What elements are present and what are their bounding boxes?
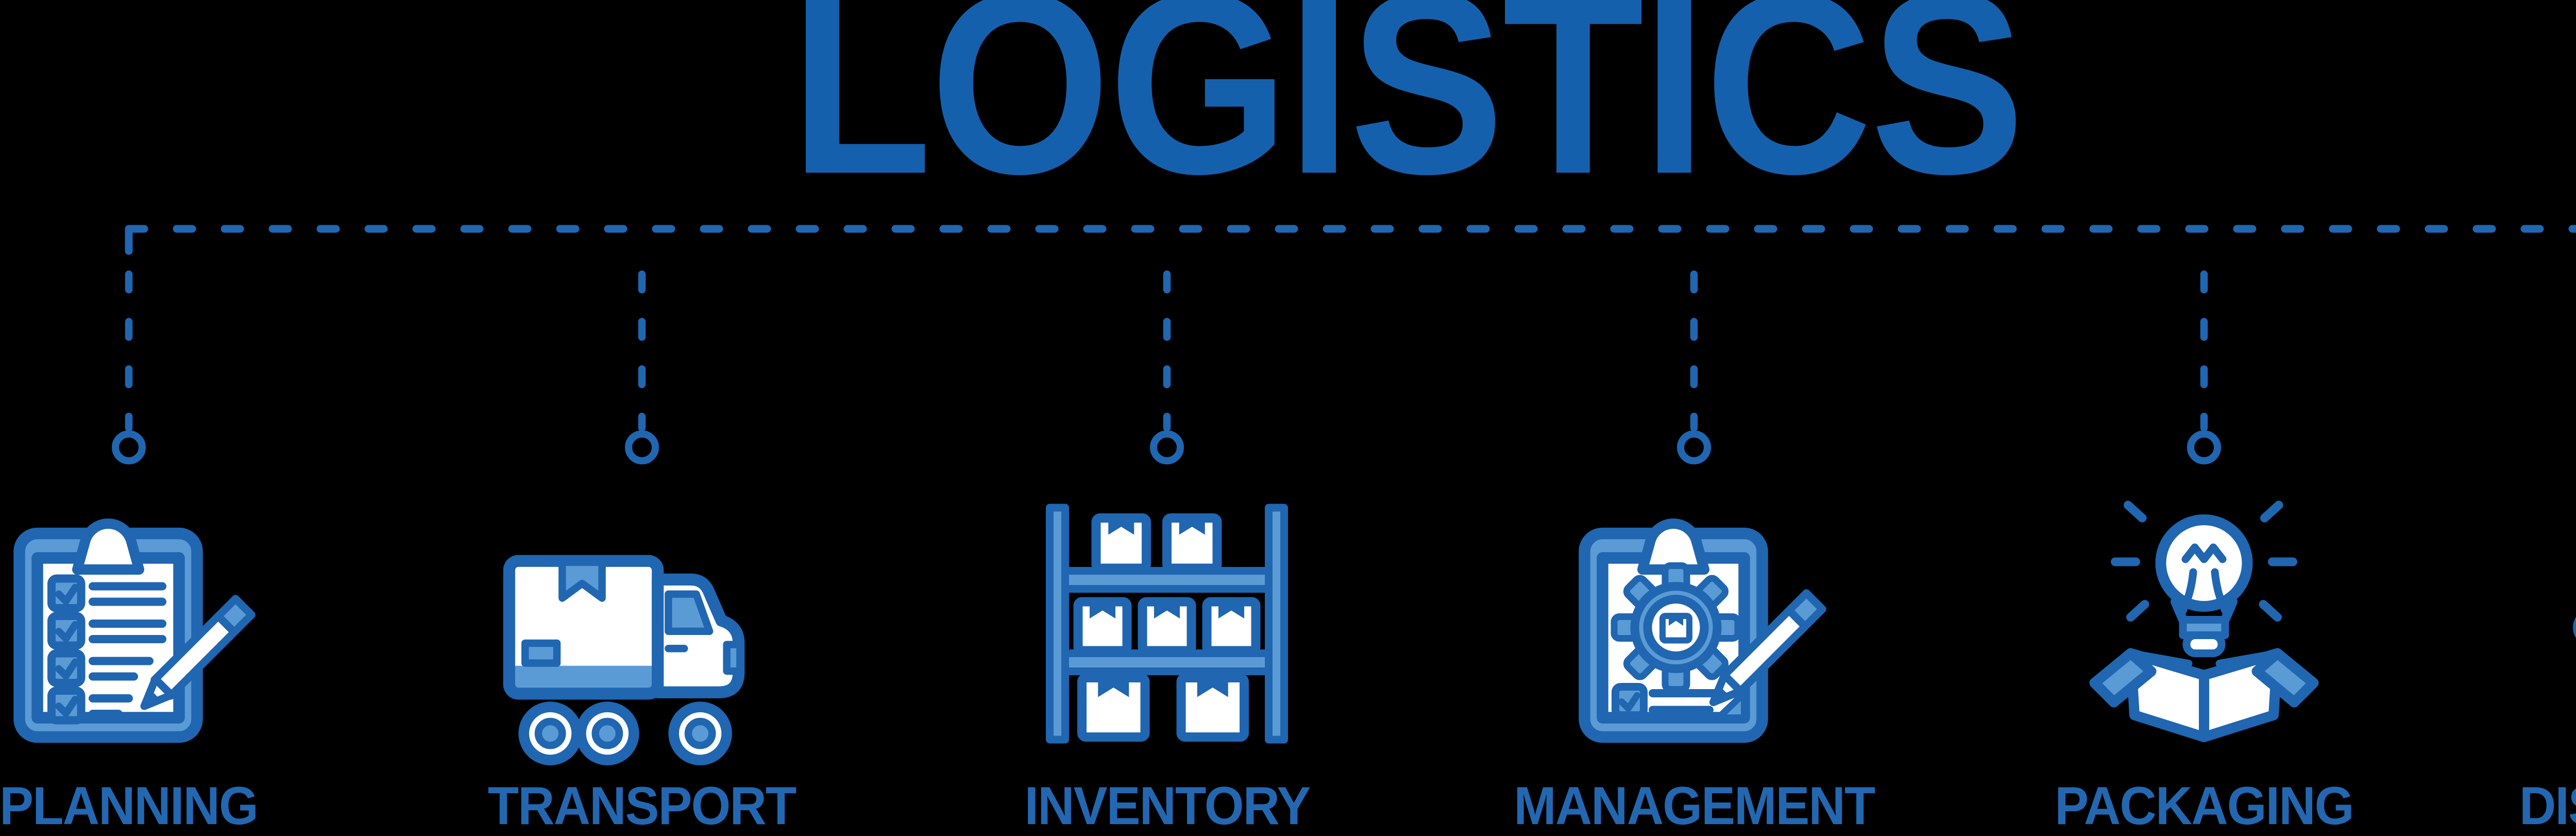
banner-title: LOGISTICS — [790, 0, 2025, 227]
cargo-box — [503, 555, 664, 700]
gear-icon — [1611, 562, 1741, 693]
truck-cab — [652, 573, 745, 698]
open-box-lightbulb-icon — [2089, 500, 2319, 742]
pencil-icon — [1709, 589, 1826, 706]
pencil-icon — [140, 595, 256, 710]
label-planning: PLANNING — [0, 776, 259, 836]
label-inventory: INVENTORY — [1024, 776, 1311, 836]
banner-title-wrap: LOGISTICS — [0, 0, 2576, 212]
checklist — [47, 574, 166, 725]
vertical-dashed-lines — [125, 270, 2208, 432]
box-distribution-network-icon — [2573, 617, 2576, 638]
connector-rings — [112, 430, 2221, 464]
wheels — [518, 701, 732, 765]
clipboard-checklist-pencil-icon — [13, 519, 256, 743]
label-packaging: PACKAGING — [2055, 776, 2354, 836]
warehouse-rack-boxes-icon — [1046, 504, 1288, 744]
idea-rays — [2111, 500, 2297, 622]
corner-stubs — [125, 227, 133, 255]
rack-frame — [1046, 504, 1288, 744]
lightbulb-icon — [2155, 514, 2253, 657]
label-transport: TRANSPORT — [488, 776, 797, 836]
delivery-truck-icon — [503, 555, 745, 765]
clipboard — [13, 519, 203, 743]
clipboard-gear-pencil-icon — [1579, 519, 1826, 743]
stored-boxes — [1073, 513, 1261, 742]
label-management: MANAGEMENT — [1513, 776, 1875, 836]
label-distribution: DISTRIBUTION — [2519, 776, 2576, 836]
open-box — [2089, 648, 2319, 742]
